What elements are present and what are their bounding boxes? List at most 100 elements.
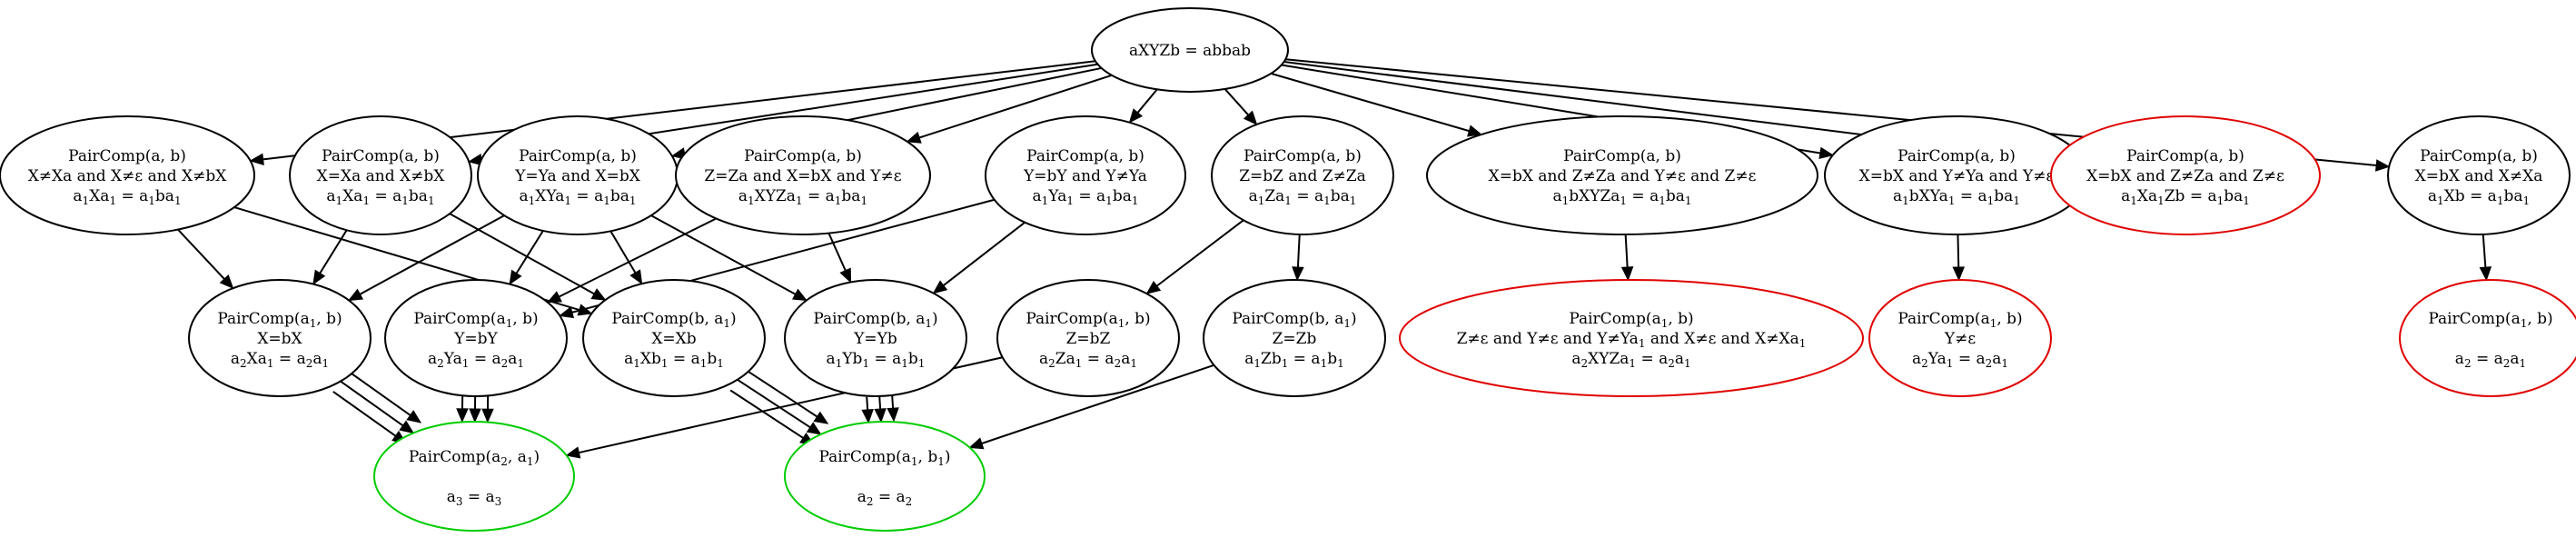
node-label-line: PairComp(a1, b) [1897,310,2022,330]
label-text: PairComp(a, b) [322,147,440,165]
subscript: 1 [1659,194,1666,207]
label-text: = a [2472,350,2503,368]
node-label-line: PairComp(a, b) [1563,147,1681,165]
label-text: a [1244,350,1253,368]
label-text: a [447,488,456,506]
label-text: a [519,187,528,205]
node-label-line: a1Ya1 = a1ba1 [1033,187,1139,207]
node-label-line: PairComp(a1, b) [2428,310,2552,330]
label-text: X=bX and Y≠Ya and Y≠ε [1859,167,2055,185]
node-label-line: PairComp(b, a1) [813,310,937,330]
subscript: 2 [1921,357,1928,370]
node-ellipse [1203,279,1386,397]
edge-m3-b2 [737,378,822,435]
subscript: 1 [1620,194,1627,207]
label-text: PairComp(a [1897,310,1989,328]
edge-n7-m7 [1620,234,1634,282]
subscript: 1 [1075,357,1083,370]
label-text: a [2121,187,2130,205]
subscript: 2 [1668,357,1675,370]
edge-line [319,229,348,274]
arrowhead [813,411,829,424]
label-text: = a [1955,187,1986,205]
subscript: 2 [2503,357,2511,370]
label-text: = a [869,350,901,368]
subscript: 1 [310,317,317,330]
subscript: 1 [322,357,330,370]
label-text: a [2455,350,2464,368]
node-label-line: PairComp(a, b) [322,147,440,165]
label-text: a [1571,350,1580,368]
label-text: PairComp(a, b) [2420,147,2538,165]
node-n9: PairComp(a, b)X=bX and Z≠Za and Z≠εa1Xa1… [2050,115,2321,235]
node-ellipse [1426,115,1818,235]
arrowhead [932,280,948,294]
subscript: 1 [1990,317,1997,330]
subscript: 1 [2157,194,2165,207]
edge-m4-b2 [887,394,899,423]
arrowhead [806,422,822,435]
subscript: 1 [2522,194,2530,207]
subscript: 1 [2013,194,2020,207]
label-text: PairComp(b, a [1232,310,1343,328]
subscript: 1 [2497,194,2504,207]
label-text: PairComp(a [413,310,505,328]
label-text: = a [571,187,603,205]
label-text: Y=bY [453,330,498,348]
node-label-line: a1Xb = a1ba1 [2428,187,2530,207]
arrowhead [347,288,364,302]
edge-line [891,394,895,409]
label-text: Yb [841,350,862,368]
subscript: 1 [1042,194,1049,207]
label-text: = a [873,488,905,506]
node-label-line: Z=Za and X=bX and Y≠ε [704,167,901,185]
subscript: 1 [2437,194,2444,207]
node-label-line: a1Yb1 = a1b1 [827,350,926,370]
label-text: X=Xb [651,330,696,348]
label-text: Xb [640,350,661,368]
edge-n4-m4 [827,233,852,284]
label-text: a [1552,187,1561,205]
label-text: ba [409,187,428,205]
node-label-line: PairComp(a1, b) [217,310,342,330]
node-label-line: X=bX and X≠Xa [2415,167,2543,185]
edge-n3-m1 [347,214,505,302]
label-text: , b) [1125,310,1150,328]
edge-n8-m8 [1952,234,1966,282]
label-text: X=bX and Z≠Za and Y≠ε and Z≠ε [1489,167,1757,185]
arrowhead [1620,266,1634,282]
label-text: a [827,350,836,368]
node-label-line: PairComp(a2, a1) [409,448,540,468]
subscript: 2 [501,357,509,370]
edge-m6-b2 [968,364,1214,450]
node-label-line: a2Ya1 = a2a1 [428,350,524,370]
node-ellipse [384,279,568,397]
node-label-line: PairComp(b, a1) [1232,310,1356,330]
label-text: Z=Zb [1273,330,1317,348]
label-text: = a [274,350,306,368]
arrowhead [312,269,326,285]
label-text: a [857,488,867,506]
arrowhead [399,420,415,434]
subscript: 1 [1661,317,1669,330]
edge-line [1957,234,1960,268]
subscript: 1 [267,357,274,370]
edge-line [827,233,847,272]
subscript: 1 [564,194,571,207]
label-text: PairComp(a [409,448,500,466]
label-text: XYZa [755,187,796,205]
node-label-line: X=bX [257,330,302,348]
label-text: Za [1264,187,1284,205]
subscript: 1 [2130,194,2137,207]
edge-n4-m2 [546,217,717,304]
edge-m2-b1 [481,396,494,423]
node-root: aXYZb = abbab [1091,7,1289,93]
label-text: PairComp(a [217,310,309,328]
label-text: PairComp(a, b) [744,147,862,165]
node-label-line: a1Zb1 = a1b1 [1244,350,1343,370]
node-ellipse [289,115,472,235]
node-label-line: aXYZb = abbab [1129,42,1251,60]
subscript: 1 [1685,194,1692,207]
